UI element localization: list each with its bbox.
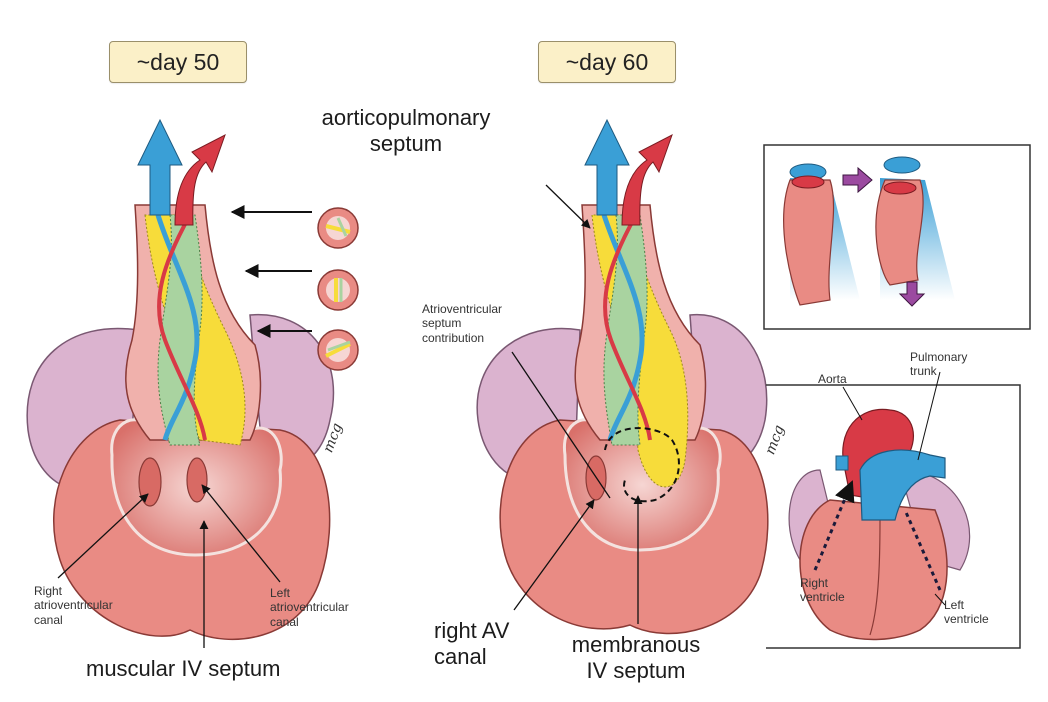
red-channel-day50 (157, 214, 207, 441)
left-av-canal-small-label: Left atrioventricular canal (270, 586, 349, 629)
aortic-outflow-arrow-day60 (621, 133, 673, 226)
blue-channel-day60 (601, 214, 645, 441)
right-av-canal-small-label: Right atrioventricular canal (34, 584, 113, 627)
pulmonary-outflow-arrow-day60 (584, 118, 630, 216)
inset-rotation-box (763, 144, 1031, 330)
heart-day60 (476, 118, 769, 635)
inset-mature-heart (766, 371, 1021, 649)
aorticopulmonary-septum-label: aorticopulmonary septum (321, 105, 491, 157)
pulmonary-outflow-arrow-day50 (137, 118, 183, 216)
green-ridge-day60 (603, 214, 648, 446)
leader-right-av-canal-small (57, 493, 149, 579)
membranous-iv-septum-label: membranous IV septum (571, 632, 701, 684)
aorta-label: Aorta (818, 372, 847, 386)
leader-av-septum-contribution (511, 351, 611, 499)
day60-badge: ~day 60 (538, 41, 676, 83)
leader-aorticopulmonary-septum (545, 184, 591, 229)
blue-channel-day50 (155, 214, 200, 441)
right-ventricle-label: Right ventricle (800, 576, 845, 605)
leader-right-av-canal-big (513, 499, 595, 611)
red-channel-day60 (603, 214, 652, 441)
green-ridge-day50 (157, 214, 203, 446)
purple-direction-arrow-down (898, 281, 926, 307)
leader-left-av-canal-small (201, 484, 281, 583)
muscular-iv-septum-label: muscular IV septum (86, 656, 281, 681)
av-septum-contribution-label: Atrioventricular septum contribution (422, 302, 503, 345)
day50-badge: ~day 50 (109, 41, 247, 83)
cross-sections-day50 (317, 207, 359, 371)
pulmonary-trunk-label: Pulmonary trunk (910, 350, 968, 379)
left-av-canal-oval (186, 457, 208, 503)
right-av-canal-big-label: right AV canal (434, 618, 510, 670)
heart-day50 (26, 118, 359, 648)
purple-direction-arrow-right (842, 166, 873, 194)
left-ventricle-label: Left ventricle (944, 598, 989, 627)
aortic-outflow-arrow-day50 (174, 133, 226, 226)
left-ventricle-flow-arrow (903, 509, 942, 591)
